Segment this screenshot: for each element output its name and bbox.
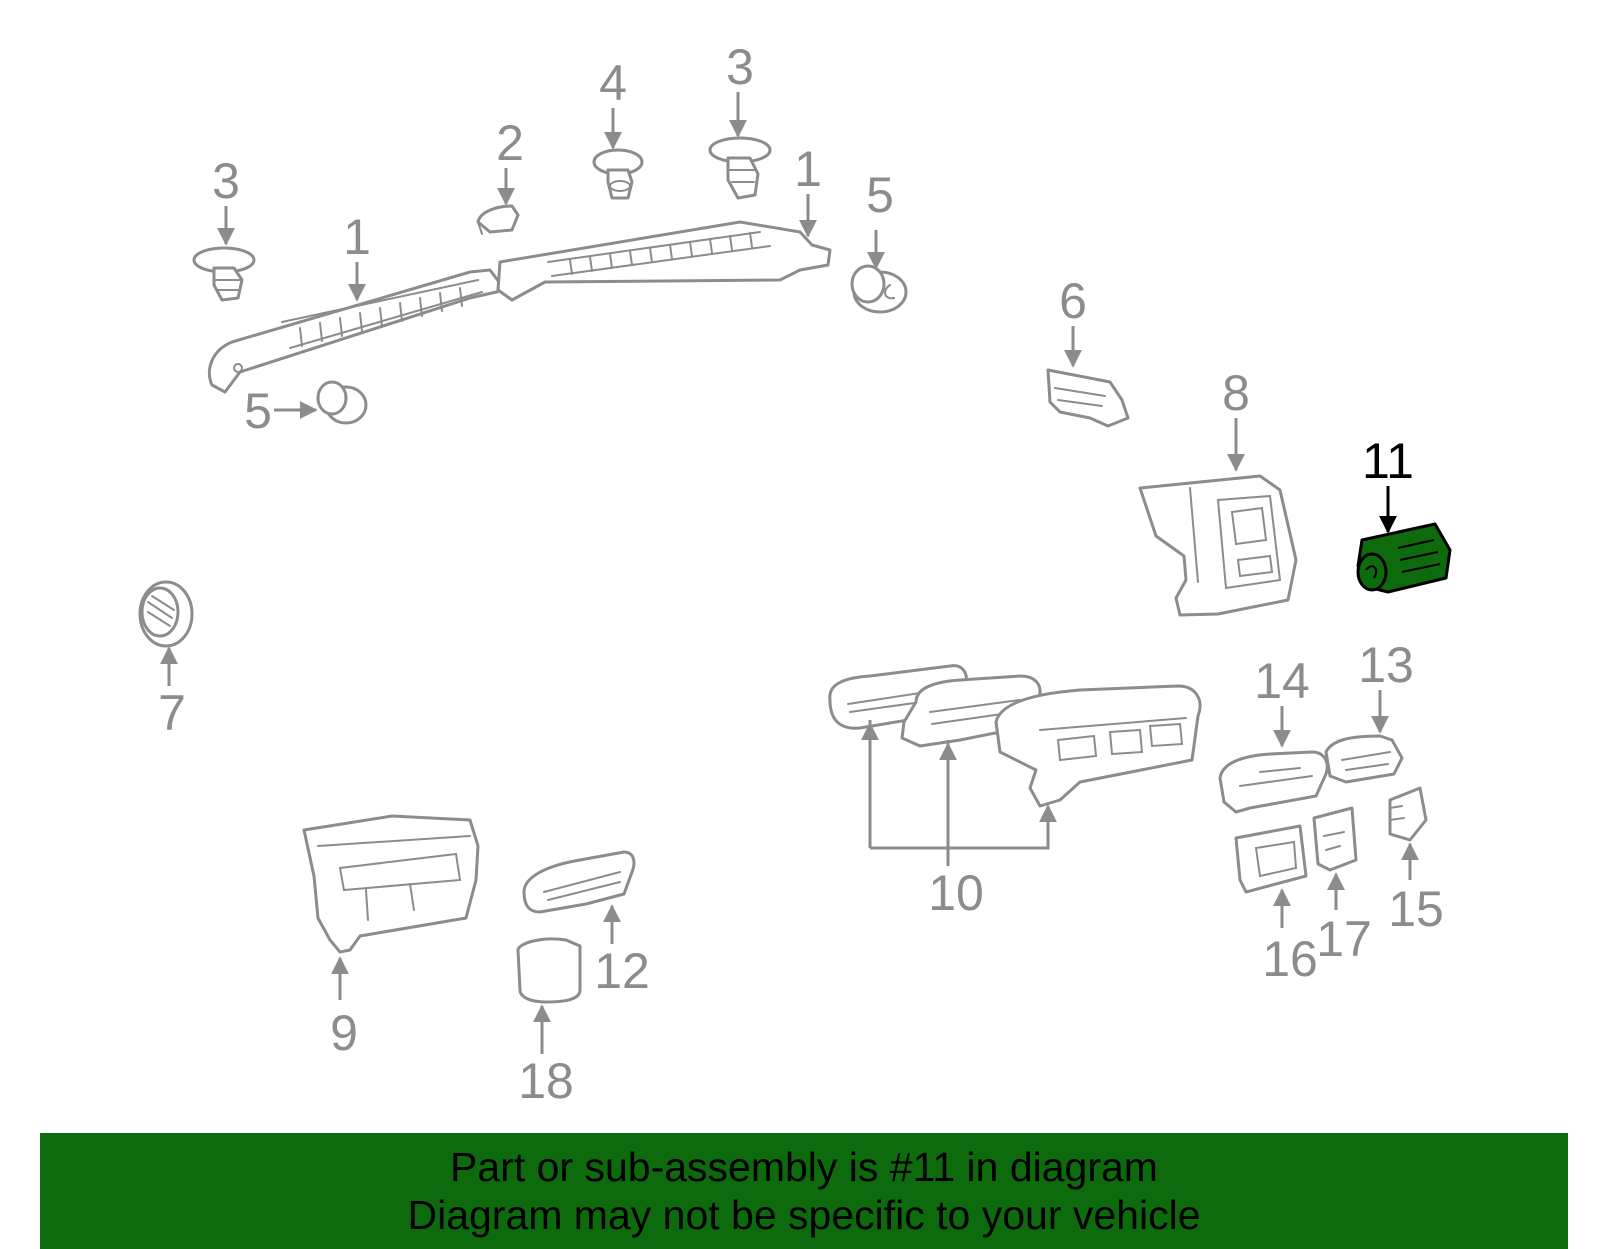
part-15-bracket — [1388, 786, 1428, 842]
part-5-grommet-left — [316, 380, 368, 425]
callout-10: 10 — [928, 865, 984, 921]
callout-labels: 3 1 2 4 3 1 5 5 6 8 11 7 14 13 10 9 12 1… — [158, 39, 1444, 1109]
part-notice-banner: Part or sub-assembly is #11 in diagram D… — [40, 1133, 1568, 1249]
callout-15: 15 — [1388, 881, 1444, 937]
banner-line-2: Diagram may not be specific to your vehi… — [407, 1192, 1201, 1238]
callout-12: 12 — [594, 943, 650, 999]
part-17-bracket — [1312, 806, 1358, 872]
part-3-clip-right — [708, 136, 772, 200]
part-4-clip — [592, 148, 644, 200]
leader-lines — [160, 92, 1419, 1054]
callout-14: 14 — [1254, 653, 1310, 709]
part-1-left-defroster-garnish — [207, 268, 507, 394]
part-5-grommet-right — [850, 264, 908, 314]
callout-1-left: 1 — [343, 209, 371, 265]
part-2-clip — [476, 204, 520, 235]
callout-4: 4 — [599, 55, 627, 111]
part-10-register-right — [994, 684, 1202, 808]
part-1-right-defroster-garnish — [496, 220, 832, 302]
part-18-cover — [516, 937, 582, 1004]
callout-2: 2 — [496, 115, 524, 171]
banner-line-1: Part or sub-assembly is #11 in diagram — [450, 1144, 1158, 1190]
callout-5-right: 5 — [866, 167, 894, 223]
callout-5-left: 5 — [244, 383, 272, 439]
part-16-bezel — [1234, 824, 1308, 894]
callout-1-right: 1 — [794, 141, 822, 197]
part-9-glove-box-duct — [302, 814, 480, 954]
callout-13: 13 — [1358, 637, 1414, 693]
part-7-round-vent — [138, 580, 194, 648]
part-8-center-cluster-bezel — [1138, 474, 1298, 617]
callout-8: 8 — [1222, 365, 1250, 421]
part-3-clip-left — [192, 246, 256, 302]
part-13-register — [1324, 734, 1404, 784]
callout-3-right: 3 — [726, 39, 754, 95]
callout-17: 17 — [1316, 911, 1372, 967]
callout-9: 9 — [330, 1005, 358, 1061]
part-11-side-register-highlighted — [1356, 522, 1452, 594]
callout-7: 7 — [158, 685, 186, 741]
callout-6: 6 — [1059, 273, 1087, 329]
part-6-vent-duct — [1046, 368, 1130, 428]
part-14-register — [1218, 750, 1329, 814]
callout-16: 16 — [1262, 931, 1318, 987]
callout-18: 18 — [518, 1053, 574, 1109]
part-12-duct — [522, 850, 636, 914]
callout-3-left: 3 — [212, 153, 240, 209]
callout-11-highlighted: 11 — [1362, 433, 1414, 489]
